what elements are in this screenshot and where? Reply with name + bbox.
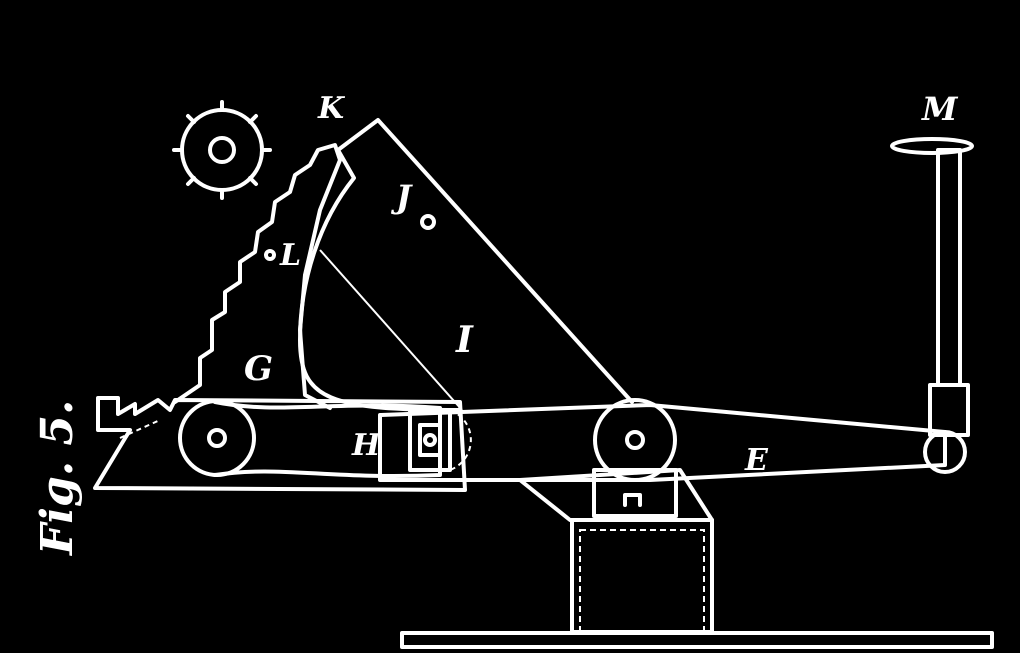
- svg-text:Fig. 5.: Fig. 5.: [32, 400, 83, 557]
- toothed-sector-g: [173, 143, 342, 410]
- svg-text:H: H: [351, 428, 382, 463]
- pinion-gear: [172, 100, 272, 200]
- base-plate: [400, 631, 994, 649]
- label-e: E: [744, 443, 769, 478]
- lever-arm-e: [378, 398, 967, 482]
- roller: [178, 399, 256, 477]
- svg-text:J: J: [390, 178, 413, 216]
- support-post: [570, 518, 714, 634]
- figure-caption: Fig. 5.: [32, 400, 83, 557]
- svg-text:I: I: [455, 319, 474, 361]
- pivot-bracket: [518, 468, 714, 522]
- label-g: G: [244, 349, 273, 389]
- label-j: J: [390, 178, 413, 216]
- label-i: I: [455, 319, 474, 361]
- label-h: H: [351, 428, 382, 463]
- svg-text:L: L: [279, 238, 301, 273]
- jaw-block: [93, 396, 467, 492]
- handle-m: [890, 137, 974, 437]
- label-k: K: [317, 91, 346, 126]
- svg-text:K: K: [317, 91, 346, 126]
- svg-text:M: M: [921, 90, 959, 128]
- triangle-plate-i: [264, 118, 634, 412]
- label-l: L: [279, 238, 301, 273]
- svg-text:E: E: [744, 443, 769, 478]
- svg-text:G: G: [244, 349, 273, 389]
- label-m: M: [921, 90, 959, 128]
- link-h: [213, 400, 472, 479]
